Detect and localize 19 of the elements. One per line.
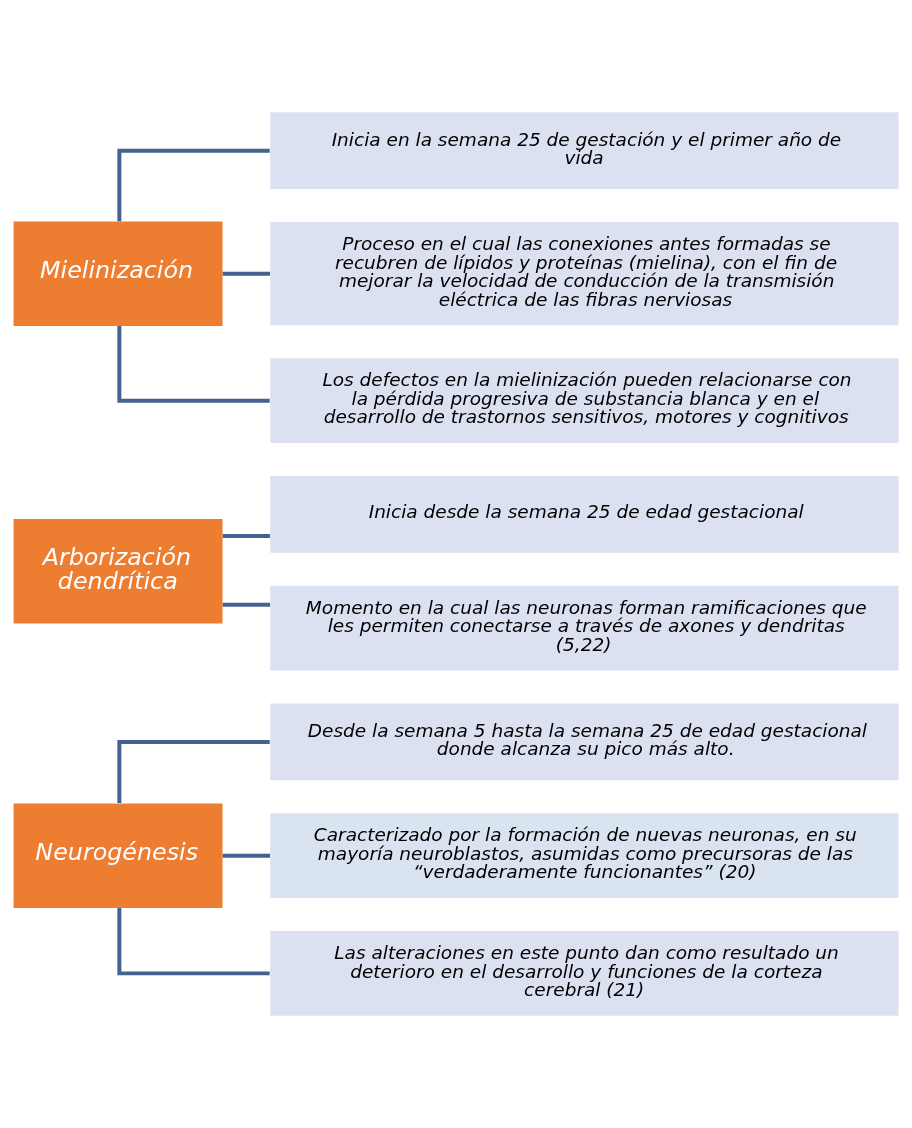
node-box: Desde la semana 5 hasta la semana 25 de edad gestacional donde alcanza su pico más alto. <box>270 703 899 781</box>
connector <box>222 853 271 858</box>
node-box: Momento en la cual las neuronas forman ramificaciones que les permiten conectarse a través de axones y dendritas (5,22) <box>270 585 899 671</box>
connector <box>222 271 271 276</box>
node-box: Mielinización <box>13 221 223 326</box>
node-box: Inicia en la semana 25 de gestación y el primer año de vida <box>270 112 899 189</box>
node-box: Los defectos en la mielinización pueden relacionarse con la pérdida progresiva de substancia blanca y en el desarrollo de trastornos sensitivos, motores y cognitivos <box>270 358 899 443</box>
connector <box>117 326 270 403</box>
node-box: Inicia desde la semana 25 de edad gestacional <box>270 476 899 553</box>
connector <box>117 148 270 222</box>
node-box: Neurogénesis <box>13 803 223 908</box>
connector <box>117 739 270 804</box>
node-box: Las alteraciones en este punto dan como resultado un deterioro en el desarrollo y funciones de la corteza cerebral (21) <box>270 931 899 1016</box>
connector <box>222 602 271 607</box>
node-box: Proceso en el cual las conexiones antes formadas se recubren de lípidos y proteínas (mielina), con el fin de mejorar la velocidad de conducción de la transmisión eléctrica de las fibras nerviosas <box>270 222 899 326</box>
connector <box>222 533 271 538</box>
node-box: Caracterizado por la formación de nuevas neuronas, en su mayoría neuroblastos, asumidas como precursoras de las “verdaderamente funcionantes” (20) <box>270 813 899 898</box>
node-box: Arborización dendrítica <box>13 519 223 624</box>
connector <box>117 907 270 976</box>
